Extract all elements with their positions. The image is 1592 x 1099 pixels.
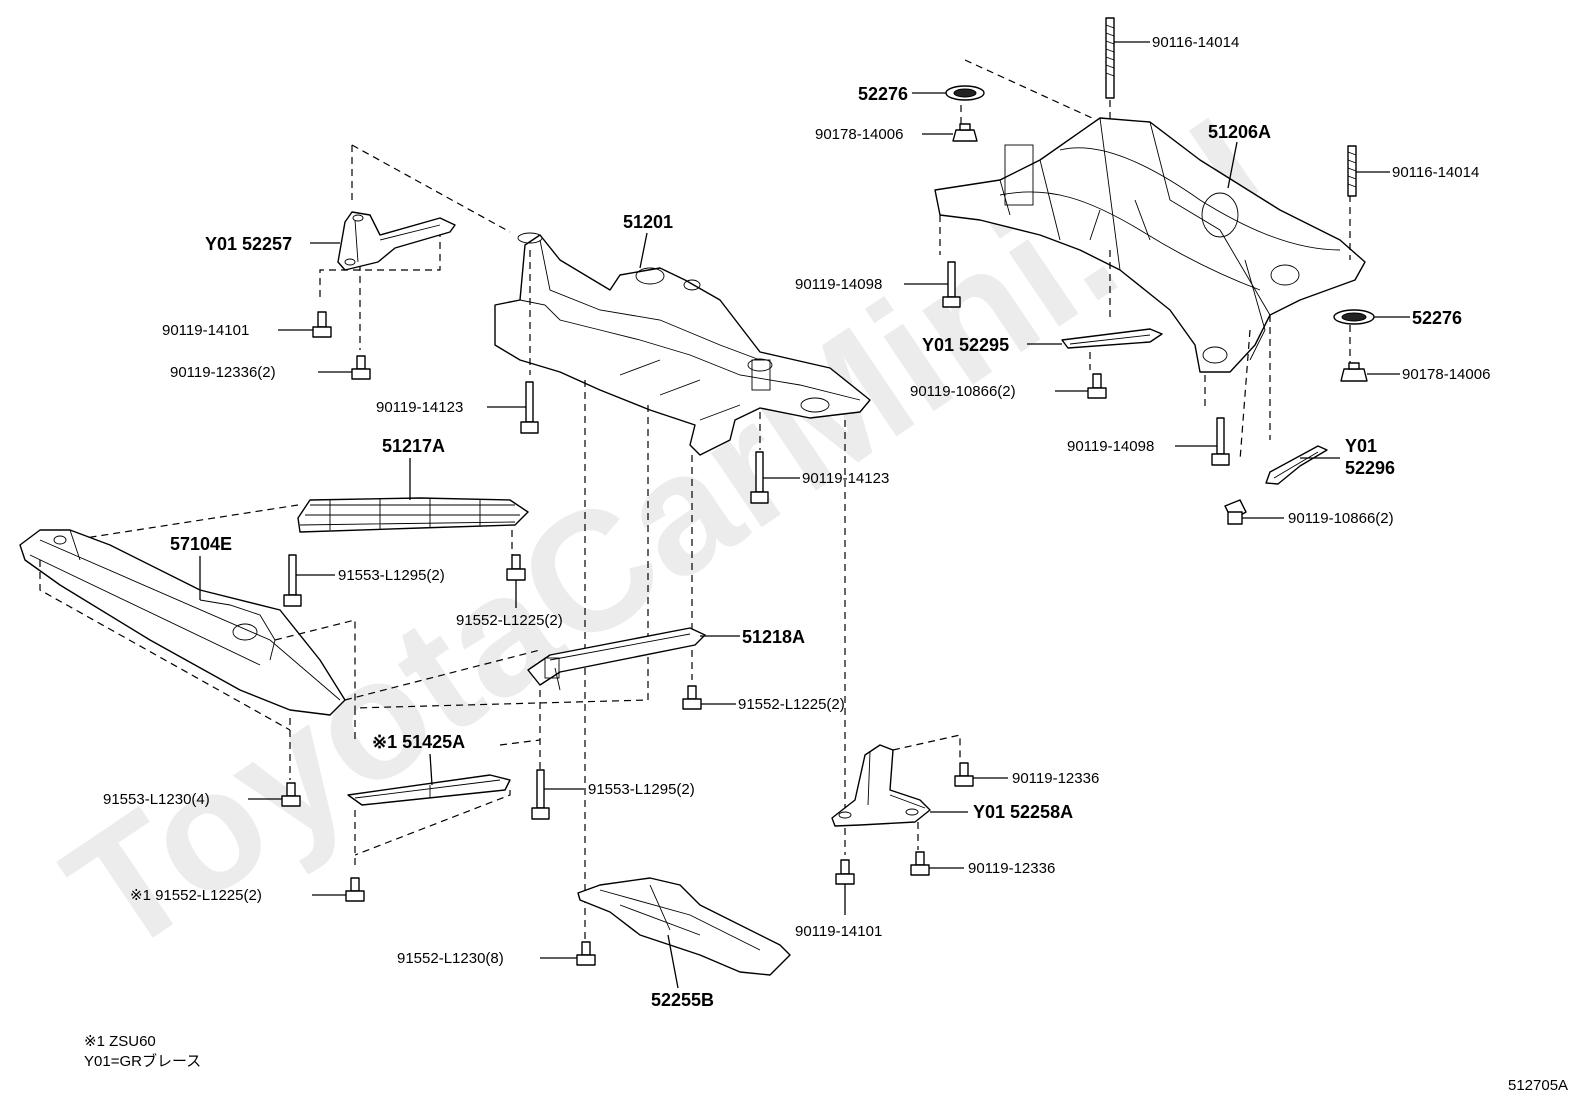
label-90119-12336-b: 90119-12336: [968, 860, 1055, 877]
bolt-90119-14101-a[interactable]: [312, 311, 332, 338]
member-51425a[interactable]: [347, 774, 511, 806]
label-90116-right: 90116-14014: [1392, 164, 1479, 181]
bolt-91552-l1225-b[interactable]: [682, 685, 702, 710]
label-91553-l1230: 91553-L1230(4): [103, 791, 210, 808]
label-52258a: Y01 52258A: [973, 802, 1073, 822]
brace-52296[interactable]: [1265, 445, 1328, 485]
label-51206a: 51206A: [1208, 122, 1271, 142]
stud-90116-right[interactable]: [1347, 145, 1357, 197]
front-subframe-51201[interactable]: [494, 232, 871, 456]
bolt-90119-10866-b[interactable]: [1224, 499, 1247, 525]
label-90119-14123-b: 90119-14123: [802, 470, 889, 487]
bolt-90119-14123-b[interactable]: [750, 451, 769, 504]
bolt-90119-12336-a[interactable]: [954, 762, 974, 787]
brace-52258a[interactable]: [831, 744, 931, 827]
bolt-91552-l1225-c[interactable]: [345, 877, 365, 902]
label-91552-l1225-c: ※1 91552-L1225(2): [130, 887, 262, 904]
nut-90178-right[interactable]: [1340, 362, 1368, 382]
label-90119-10866-b: 90119-10866(2): [1288, 510, 1394, 527]
bolt-90119-14101-b[interactable]: [835, 859, 855, 885]
label-91553-l1295-b: 91553-L1295(2): [588, 781, 695, 798]
bolt-91552-l1225-a[interactable]: [506, 554, 526, 581]
bolt-90119-14098-a[interactable]: [942, 261, 961, 308]
label-91552-l1225-a: 91552-L1225(2): [456, 612, 563, 629]
label-51425a: ※1 51425A: [372, 732, 465, 752]
label-90178-top: 90178-14006: [815, 126, 903, 143]
label-51217a: 51217A: [382, 436, 445, 456]
bolt-91553-l1230[interactable]: [281, 782, 301, 807]
label-90119-10866-a: 90119-10866(2): [910, 383, 1016, 400]
label-52257: Y01 52257: [205, 234, 292, 254]
label-52295: Y01 52295: [922, 335, 1009, 355]
label-90119-14098-b: 90119-14098: [1067, 438, 1154, 455]
label-52296-b: 52296: [1345, 458, 1395, 478]
brace-52257[interactable]: [337, 211, 456, 271]
note-line-1: ※1 ZSU60: [84, 1033, 156, 1050]
label-90119-12336-2: 90119-12336(2): [170, 364, 276, 381]
brace-52255b[interactable]: [577, 877, 791, 976]
label-57104e: 57104E: [170, 534, 232, 554]
bolt-90119-14098-b[interactable]: [1211, 417, 1230, 466]
member-51217a[interactable]: [297, 497, 529, 533]
bolt-91553-l1295-b[interactable]: [531, 769, 550, 820]
label-91553-l1295-a: 91553-L1295(2): [338, 567, 445, 584]
label-51201: 51201: [623, 212, 673, 232]
stud-90116-top[interactable]: [1105, 17, 1115, 99]
label-52276-top: 52276: [858, 84, 908, 104]
label-90119-12336-a: 90119-12336: [1012, 770, 1099, 787]
label-90178-right: 90178-14006: [1402, 366, 1490, 383]
note-line-2: Y01=GRブレース: [84, 1052, 201, 1070]
brace-52295[interactable]: [1061, 328, 1163, 349]
label-91552-l1225-b: 91552-L1225(2): [738, 696, 845, 713]
label-52296-a: Y01: [1345, 436, 1377, 456]
bolt-90119-12336-2[interactable]: [351, 355, 371, 380]
label-91552-l1230: 91552-L1230(8): [397, 950, 504, 967]
label-90119-14098-a: 90119-14098: [795, 276, 882, 293]
diagram-id: 512705A: [1508, 1077, 1568, 1094]
bolt-91553-l1295-a[interactable]: [283, 554, 302, 607]
nut-90178-top[interactable]: [952, 123, 978, 142]
label-52276-right: 52276: [1412, 308, 1462, 328]
bolt-90119-12336-b[interactable]: [910, 851, 930, 876]
label-90119-14101-a: 90119-14101: [162, 322, 249, 339]
mount-52276-right[interactable]: [1333, 309, 1375, 325]
label-90119-14101-b: 90119-14101: [795, 923, 882, 940]
label-90119-14123-a: 90119-14123: [376, 399, 463, 416]
bolt-90119-14123-a[interactable]: [520, 381, 539, 434]
bolt-91552-l1230[interactable]: [576, 941, 596, 966]
label-52255b: 52255B: [651, 990, 714, 1010]
mount-52276-top[interactable]: [945, 85, 985, 101]
label-51218a: 51218A: [742, 627, 805, 647]
member-51218a[interactable]: [527, 627, 706, 691]
bolt-90119-10866-a[interactable]: [1087, 373, 1107, 399]
label-90116-top: 90116-14014: [1152, 34, 1239, 51]
